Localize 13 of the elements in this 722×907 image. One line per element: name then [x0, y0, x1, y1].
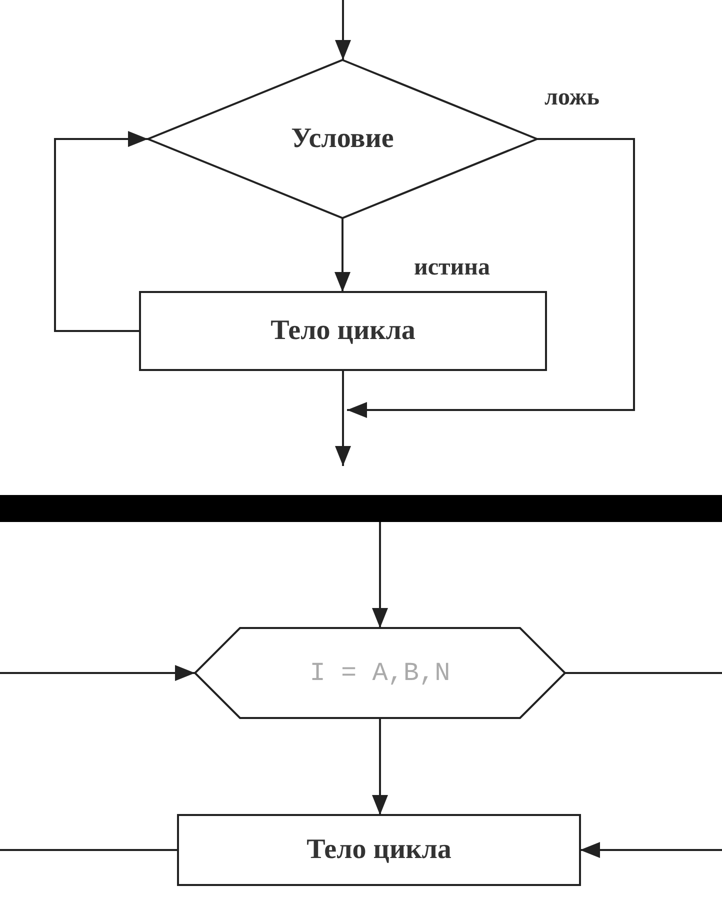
arrow — [372, 718, 388, 815]
arrow — [0, 665, 195, 681]
arrow — [372, 522, 388, 628]
node-text: I = A,B,N — [310, 658, 450, 688]
node-text: Тело цикла — [270, 315, 416, 347]
node-text: Условие — [291, 123, 394, 155]
arrow — [54, 131, 148, 332]
arrow — [347, 138, 635, 418]
arrow — [335, 370, 351, 466]
arrow — [580, 842, 722, 858]
arrow — [334, 218, 350, 292]
arrow — [335, 0, 351, 60]
node-text: Тело цикла — [306, 834, 452, 866]
